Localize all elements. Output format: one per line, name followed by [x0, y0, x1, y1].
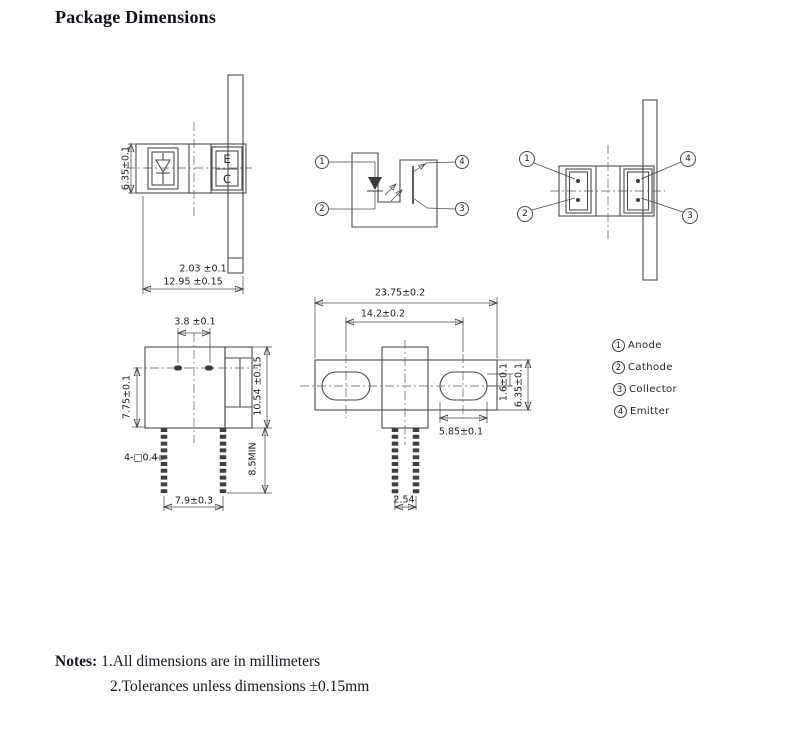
side-view-lines	[126, 74, 252, 294]
legend-item-emitter: 4 Emitter	[614, 405, 670, 418]
slot-width-dim: 3.8 ±0.1	[174, 316, 216, 328]
bottom-view-pin-4: 4	[680, 151, 696, 167]
tab-thickness-top-dim: 1.6±0.1	[498, 362, 510, 402]
legend-label-cathode: Cathode	[628, 362, 673, 373]
schematic-lines	[329, 152, 456, 228]
schematic-pin-3: 3	[455, 202, 469, 216]
tab-thickness-dim: 2.03 ±0.1	[179, 263, 227, 275]
center-height-dim: 7.75±0.1	[121, 374, 133, 420]
notes-text-1: 1.All dimensions are in millimeters	[101, 653, 321, 670]
page-title: Package Dimensions	[55, 7, 217, 27]
notes-heading: Notes:	[55, 653, 98, 670]
top-view-lines	[300, 297, 531, 510]
overall-width-dim: 12.95 ±0.15	[163, 276, 223, 288]
legend-pin-2-icon: 2	[612, 361, 625, 374]
front-view-lines	[132, 328, 272, 511]
schematic-pin-1: 1	[315, 155, 329, 169]
schematic-pin-4: 4	[455, 155, 469, 169]
hole-pitch-dim: 14.2±0.2	[360, 308, 406, 320]
total-height-dim: 10.54 ±0.15	[252, 356, 264, 416]
lead-size-dim: 4-□0.4	[124, 452, 158, 464]
legend-pin-1-icon: 1	[612, 339, 625, 352]
legend-pin-4-icon: 4	[614, 405, 627, 418]
bottom-view-pin-2: 2	[517, 206, 533, 222]
lead-span-dim: 7.9±0.3	[174, 495, 214, 507]
plate-height-dim: 6.35±0.1	[513, 362, 525, 408]
emitter-mark: E	[223, 152, 231, 166]
legend-item-anode: 1 Anode	[612, 339, 662, 352]
notes-line-1: Notes: 1.All dimensions are in millimete…	[55, 649, 369, 674]
bottom-view-lines	[531, 99, 684, 281]
legend-item-collector: 3 Collector	[613, 383, 677, 396]
legend-item-cathode: 2 Cathode	[612, 361, 673, 374]
collector-mark: C	[222, 172, 232, 186]
lead-length-dim: 8.5MIN	[247, 442, 259, 476]
top-overall-width-dim: 23.75±0.2	[374, 287, 426, 299]
schematic-pin-2: 2	[315, 202, 329, 216]
legend-label-emitter: Emitter	[630, 406, 670, 417]
notes-block: Notes: 1.All dimensions are in millimete…	[55, 649, 369, 699]
legend-label-collector: Collector	[629, 384, 678, 395]
side-view-height-dim: 6.35±0.1	[120, 145, 132, 191]
notes-line-2: 2.Tolerances unless dimensions ±0.15mm	[110, 678, 370, 695]
bottom-view-pin-3: 3	[682, 208, 698, 224]
hole-width-dim: 5.85±0.1	[438, 426, 484, 438]
legend-label-anode: Anode	[628, 340, 662, 351]
lead-pitch-dim: 2.54	[393, 494, 415, 506]
bottom-view-pin-1: 1	[519, 151, 535, 167]
legend-pin-3-icon: 3	[613, 383, 626, 396]
